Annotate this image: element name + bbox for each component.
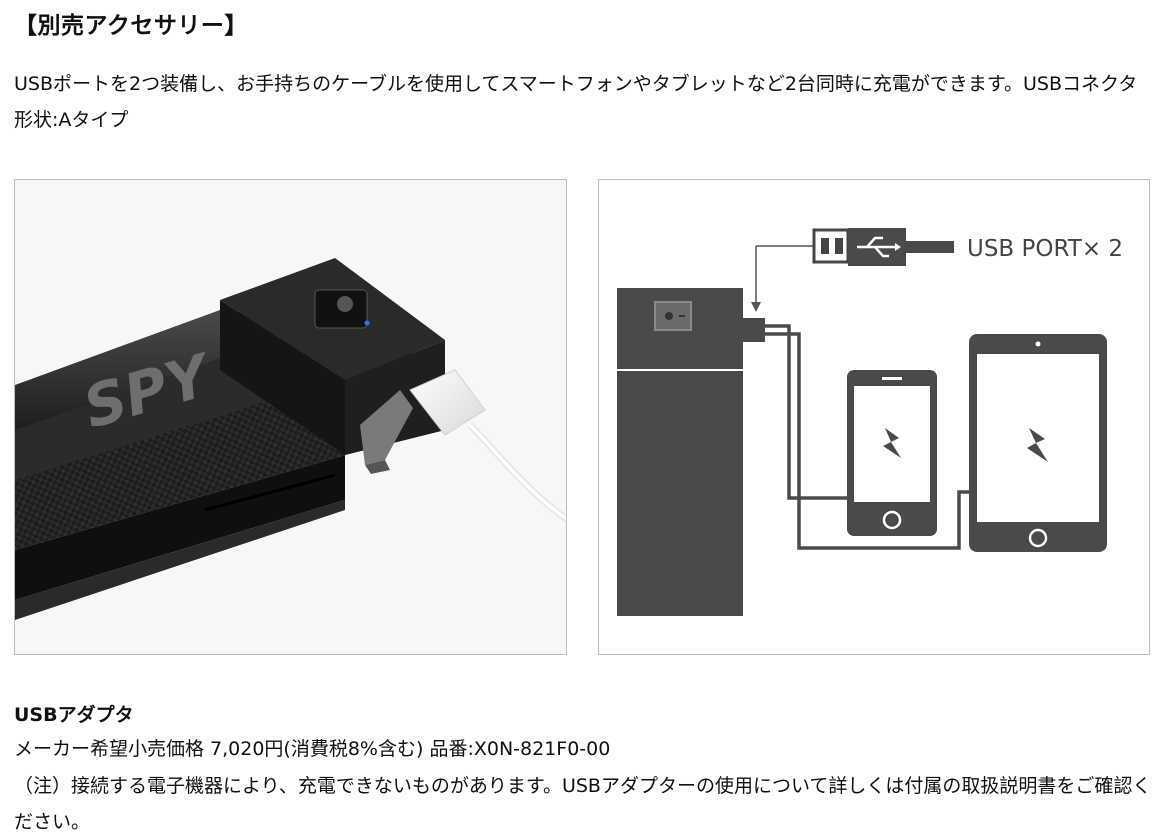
section-title: 【別売アクセサリー】 — [14, 13, 248, 39]
product-photo: SPY — [14, 179, 567, 655]
note-text: （注）接続する電子機器により、充電できないものがあります。USBアダプターの使用… — [14, 775, 1152, 833]
smartphone-icon — [847, 370, 937, 536]
usb-port-label: USB PORT× 2 — [967, 236, 1123, 262]
connection-diagram: USB PORT× 2 — [598, 179, 1150, 655]
price-line: メーカー希望小売価格 7,020円(消費税8%含む) 品番:X0N-821F0-… — [14, 738, 611, 760]
tablet-icon — [969, 334, 1107, 552]
product-name: USBアダプタ — [14, 704, 134, 726]
intro-text: USBポートを2つ装備し、お手持ちのケーブルを使用してスマートフォンやタブレット… — [14, 73, 1138, 131]
power-bank-icon — [617, 288, 743, 616]
usb-connector-icon — [751, 228, 954, 312]
